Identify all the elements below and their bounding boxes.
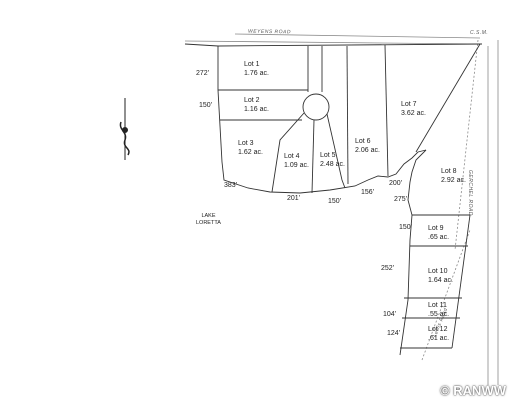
lot-label-1: Lot 1 1.76 ac. — [244, 60, 269, 78]
lot-name: Lot 2 — [244, 97, 260, 104]
lot-name: Lot 9 — [428, 225, 444, 232]
dim-201: 201' — [287, 195, 301, 202]
lot3-lot4-line — [271, 112, 305, 193]
lot-area: 3.62 ac. — [401, 110, 426, 117]
lot-area: 1.64 ac. — [428, 277, 453, 284]
lot-label-6: Lot 6 2.06 ac. — [355, 137, 380, 155]
lot-name: Lot 3 — [238, 140, 254, 147]
dim-150-west: 150' — [199, 102, 213, 109]
road-label-weyens: WEYENS ROAD — [247, 28, 292, 36]
lot-boundaries — [184, 43, 483, 356]
east-shoreline — [399, 149, 427, 356]
lot-area: 1.16 ac. — [244, 106, 269, 113]
dim-275: 275' — [394, 196, 408, 203]
lots-east-line — [451, 214, 471, 349]
lot7-lot8-line — [415, 43, 481, 153]
lot-name: Lot 7 — [401, 101, 417, 108]
lot-name: Lot 5 — [320, 152, 336, 159]
north-boundary-ext — [184, 43, 219, 47]
lot-label-9: Lot 9 .65 ac. — [428, 224, 449, 242]
lot-label-5: Lot 5 2.48 ac. — [320, 151, 345, 169]
lot-label-11: Lot 11 .55 ac. — [428, 301, 449, 319]
lot6-lot7-line-a — [346, 45, 349, 185]
road-label-gerchel: GERCHEL ROAD — [467, 170, 473, 216]
lot-name: Lot 8 — [441, 168, 457, 175]
lot-area: .55 ac. — [428, 311, 450, 318]
dim-150-south: 150' — [328, 198, 342, 205]
lot-label-8: Lot 8 2.92 ac. — [441, 167, 466, 185]
lot-name: Lot 10 — [428, 268, 448, 275]
dim-104: 104' — [383, 311, 397, 318]
lot-name: Lot 12 — [428, 326, 448, 333]
lake-label-line2: LORETTA — [196, 220, 221, 226]
lot-area: 2.48 ac. — [320, 161, 345, 168]
lot-label-10: Lot 10 1.64 ac. — [428, 267, 453, 285]
lake-label: LAKE LORETTA — [196, 213, 221, 227]
road-label-corner: C.S.M. — [470, 30, 489, 36]
lot4-lot5-line — [311, 119, 315, 194]
lot6-lot7-line-b — [384, 44, 389, 177]
lot-label-3: Lot 3 1.62 ac. — [238, 139, 263, 157]
lot-area: 2.92 ac. — [441, 177, 466, 184]
lot-area: 1.76 ac. — [244, 70, 269, 77]
north-boundary — [217, 43, 483, 47]
shoreline-boundary — [217, 46, 427, 194]
lot-area: 2.06 ac. — [355, 147, 380, 154]
dim-272: 272' — [196, 70, 210, 77]
lot-label-7: Lot 7 3.62 ac. — [401, 100, 426, 118]
lewis-road-edge-2 — [421, 229, 471, 361]
culdesac-circle — [302, 93, 330, 121]
lot-area: .61 ac. — [428, 335, 450, 342]
dim-383: 383' — [224, 182, 238, 189]
dim-156: 156' — [361, 189, 375, 196]
lake-label-line1: LAKE — [201, 213, 216, 219]
dim-150-east: 150' — [399, 224, 413, 231]
lot-label-12: Lot 12 .61 ac. — [428, 325, 449, 343]
dim-124: 124' — [387, 330, 401, 337]
lot-area: .65 ac. — [428, 234, 450, 241]
weyens-road-edge-north — [234, 33, 481, 39]
road-lines — [184, 33, 499, 385]
dim-252: 252' — [381, 265, 395, 272]
lot-name: Lot 6 — [355, 138, 371, 145]
lewis-road-edge — [454, 39, 479, 251]
lot-area: 1.09 ac. — [284, 162, 309, 169]
weyens-road-edge-south — [184, 40, 481, 45]
lot-label-2: Lot 2 1.16 ac. — [244, 96, 269, 114]
lot-name: Lot 11 — [428, 302, 447, 309]
lot-area: 1.62 ac. — [238, 149, 263, 156]
lot5-lot6-line — [326, 113, 346, 189]
lot-label-4: Lot 4 1.09 ac. — [284, 152, 309, 170]
watermark: © RANWW — [440, 383, 506, 398]
dim-200: 200' — [389, 180, 403, 187]
lot-name: Lot 4 — [284, 153, 300, 160]
north-arrow-icon — [119, 98, 130, 160]
lot-name: Lot 1 — [244, 61, 260, 68]
